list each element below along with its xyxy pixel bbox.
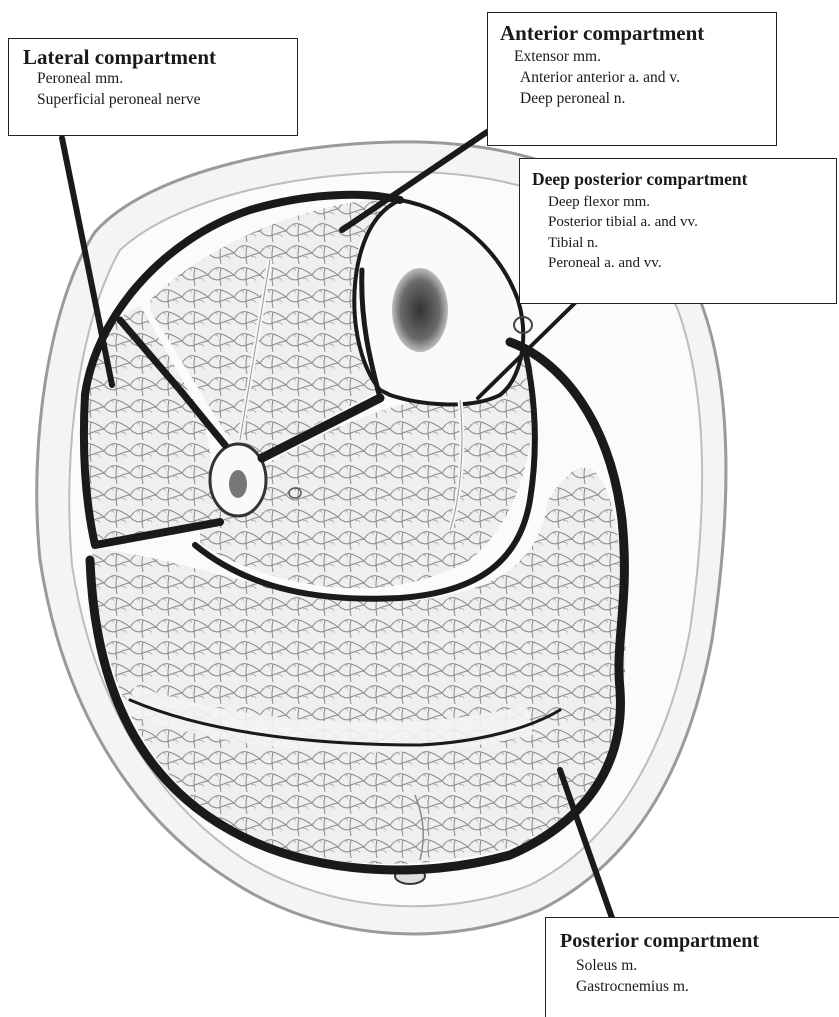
tibia-marrow <box>392 268 448 352</box>
deep-item-posterior-tibial: Posterior tibial a. and vv. <box>532 212 826 232</box>
deep-posterior-compartment-label: Deep posterior compartment Deep flexor m… <box>519 158 837 304</box>
anterior-item-anterior-a-v: Anterior anterior a. and v. <box>500 68 766 89</box>
anterior-item-deep-peroneal-n: Deep peroneal n. <box>500 89 766 110</box>
anterior-compartment-label: Anterior compartment Extensor mm. Anteri… <box>487 12 777 146</box>
posterior-item-gastrocnemius-m: Gastrocnemius m. <box>560 977 829 998</box>
lateral-item-superficial-peroneal-nerve: Superficial peroneal nerve <box>23 90 287 111</box>
lateral-compartment-title: Lateral compartment <box>23 45 287 69</box>
anterior-item-extensor-mm: Extensor mm. <box>500 47 766 68</box>
deep-item-deep-flexor-mm: Deep flexor mm. <box>532 192 826 212</box>
posterior-item-soleus-m: Soleus m. <box>560 956 829 977</box>
anterior-compartment-title: Anterior compartment <box>500 21 766 45</box>
deep-item-peroneal-a-vv: Peroneal a. and vv. <box>532 253 826 273</box>
posterior-compartment-title: Posterior compartment <box>560 930 829 953</box>
deep-posterior-compartment-title: Deep posterior compartment <box>532 169 826 189</box>
posterior-compartment-label: Posterior compartment Soleus m. Gastrocn… <box>545 917 839 1017</box>
deep-item-tibial-n: Tibial n. <box>532 233 826 253</box>
lateral-compartment-label: Lateral compartment Peroneal mm. Superfi… <box>8 38 298 136</box>
lateral-item-peroneal-mm: Peroneal mm. <box>23 69 287 90</box>
